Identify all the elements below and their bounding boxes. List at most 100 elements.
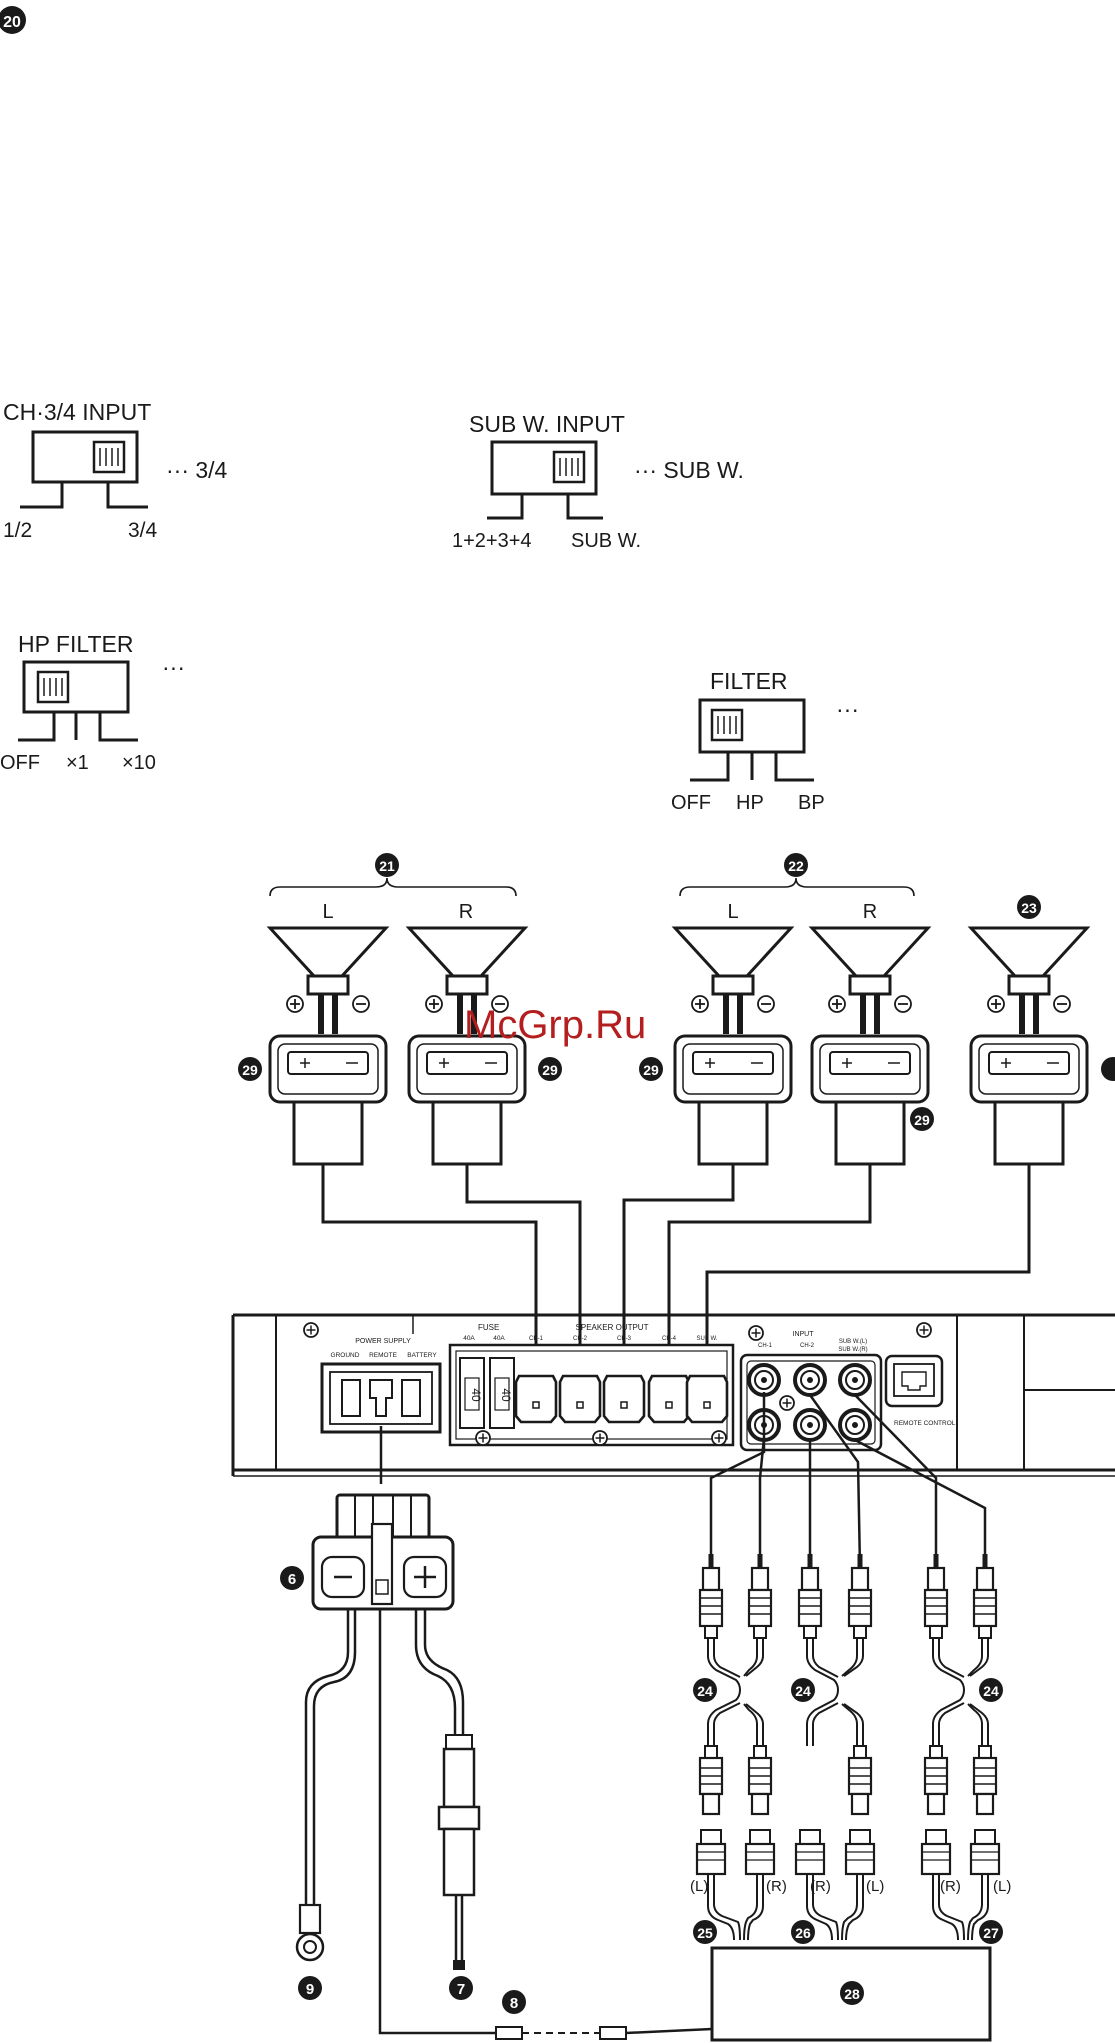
rca-input-jack	[747, 1363, 781, 1397]
speaker-front-left	[268, 926, 388, 1166]
rear-speaker-group: 22 L R	[679, 853, 915, 923]
rca-input-wires	[709, 1392, 987, 1569]
fuse-speaker-panel: FUSE 40A 40A SPEAKER OUTPUT CH-1 CH-2 CH…	[448, 1323, 735, 1447]
speaker-channel-label: SUB W.	[696, 1336, 717, 1342]
speaker-output-terminal	[602, 1374, 646, 1424]
filter-position-hp: HP	[736, 792, 764, 814]
source-jack	[744, 1828, 776, 1876]
output-right-label: (R)	[766, 1878, 787, 1895]
front-speaker-group: 21 L R	[269, 853, 517, 923]
rca-plug	[923, 1552, 949, 1640]
speaker-output-terminal	[647, 1374, 691, 1424]
input-label: CH-1	[758, 1343, 773, 1349]
speaker-channel-label: CH-2	[573, 1336, 588, 1342]
hp-filter-switch: HP FILTER OFF ×1 ×10 ···	[0, 631, 185, 774]
input-label: SUB W.(L)	[839, 1339, 867, 1345]
rca-plug	[747, 1552, 773, 1640]
subw-switch-value: ··· SUB W.	[634, 457, 744, 483]
rear-right-label: R	[863, 901, 877, 923]
hp-position-x1: ×1	[66, 752, 89, 774]
ch34-switch-title: CH·3/4 INPUT	[3, 399, 151, 425]
source-output-labels: (L) (R) (R) (L) (R) (L) 25 26 27	[690, 1878, 1011, 1944]
fuse-rating: 40A	[493, 1335, 505, 1342]
source-jack	[695, 1828, 727, 1876]
connector-markers: 29 29 29 29	[238, 1057, 1115, 1131]
input-title: INPUT	[793, 1331, 815, 1338]
connector-marker: 29	[242, 1062, 258, 1078]
rca-plug	[747, 1744, 773, 1816]
rear-right-connector	[810, 1034, 930, 1166]
rca-plug	[698, 1552, 724, 1640]
output-left-label: (L)	[690, 1878, 708, 1895]
input-label: CH-2	[800, 1343, 815, 1349]
source-output-jacks	[695, 1828, 1001, 1876]
rca-plug	[847, 1552, 873, 1640]
terminal-ground-label: GROUND	[331, 1352, 360, 1359]
power-supply-terminal: POWER SUPPLY GROUND REMOTE BATTERY	[320, 1338, 442, 1434]
rca-input-panel: INPUT CH-1 CH-2 SUB W.(L) SUB W.(R)	[739, 1325, 883, 1452]
battery-fuse-holder: 7	[437, 1734, 481, 2000]
screw-icon	[916, 1322, 932, 1338]
source-jack	[969, 1828, 1001, 1876]
speaker-output-terminal	[685, 1374, 729, 1424]
terminal-remote-label: REMOTE	[369, 1352, 397, 1359]
filter-switch-title: FILTER	[710, 668, 788, 694]
front-right-label: R	[459, 901, 473, 923]
rca-cable-marker: 24	[983, 1683, 999, 1699]
source-output-marker: 26	[795, 1925, 811, 1941]
ch34-position-right: 3/4	[128, 519, 158, 542]
input-label: SUB W.(R)	[838, 1347, 867, 1353]
source-output-marker: 27	[983, 1925, 999, 1941]
rca-input-jack	[793, 1363, 827, 1397]
screw-icon	[475, 1430, 491, 1446]
subw-position-right: SUB W.	[571, 530, 641, 552]
fuse-value: 40	[499, 1388, 513, 1402]
subwoofer-horn	[969, 926, 1089, 1036]
output-right-label: (L)	[993, 1878, 1011, 1895]
source-jack	[844, 1828, 876, 1876]
speaker-rear-left	[673, 926, 793, 1166]
subw-switch-title: SUB W. INPUT	[469, 411, 625, 437]
subwoofer-connector	[969, 1034, 1089, 1166]
rca-y-cables	[707, 1638, 989, 1746]
power-wiring	[304, 1426, 496, 2035]
rca-plug	[972, 1552, 998, 1640]
filter-switch-value: ···	[836, 696, 859, 722]
subw-input-switch: SUB W. INPUT 1+2+3+4 SUB W. ··· SUB W.	[452, 411, 744, 552]
screw-icon	[748, 1325, 764, 1341]
ground-marker: 9	[306, 1981, 314, 1998]
power-supply-title: POWER SUPPLY	[355, 1338, 411, 1345]
source-jack	[920, 1828, 952, 1876]
rear-group-marker: 22	[788, 858, 804, 874]
sub-group-marker: 23	[1021, 900, 1037, 916]
screw-icon	[779, 1395, 795, 1411]
rca-input-jack	[838, 1363, 872, 1397]
rear-right-horn	[810, 926, 930, 1036]
rca-plugs-upper	[698, 1552, 998, 1640]
ch34-position-left: 1/2	[3, 519, 32, 542]
rca-plug	[698, 1744, 724, 1816]
rear-left-horn	[673, 926, 793, 1036]
front-left-label: L	[322, 901, 333, 923]
connector-marker: 29	[914, 1112, 930, 1128]
speaker-output-terminal	[514, 1374, 558, 1424]
speaker-channel-label: CH-1	[529, 1336, 544, 1342]
speaker-output-terminal	[558, 1374, 602, 1424]
subw-position-left: 1+2+3+4	[452, 530, 532, 552]
power-connector: 6	[280, 1493, 455, 1611]
rca-input-jack	[838, 1408, 872, 1442]
screw-icon	[592, 1430, 608, 1446]
output-left-label: (R)	[940, 1878, 961, 1895]
rca-plug	[797, 1552, 823, 1640]
front-left-horn	[268, 926, 388, 1036]
power-connector-marker: 6	[288, 1571, 296, 1588]
rca-cable-markers: 24 24 24	[693, 1678, 1003, 1702]
screw-icon	[303, 1322, 319, 1338]
rca-plug	[972, 1744, 998, 1816]
watermark: McGrp.Ru	[464, 1003, 646, 1047]
screw-icon	[711, 1430, 727, 1446]
fuse-title: FUSE	[478, 1323, 499, 1332]
remote-wire-marker: 8	[510, 1995, 518, 2012]
ch34-switch-value: ··· 3/4	[166, 457, 228, 483]
